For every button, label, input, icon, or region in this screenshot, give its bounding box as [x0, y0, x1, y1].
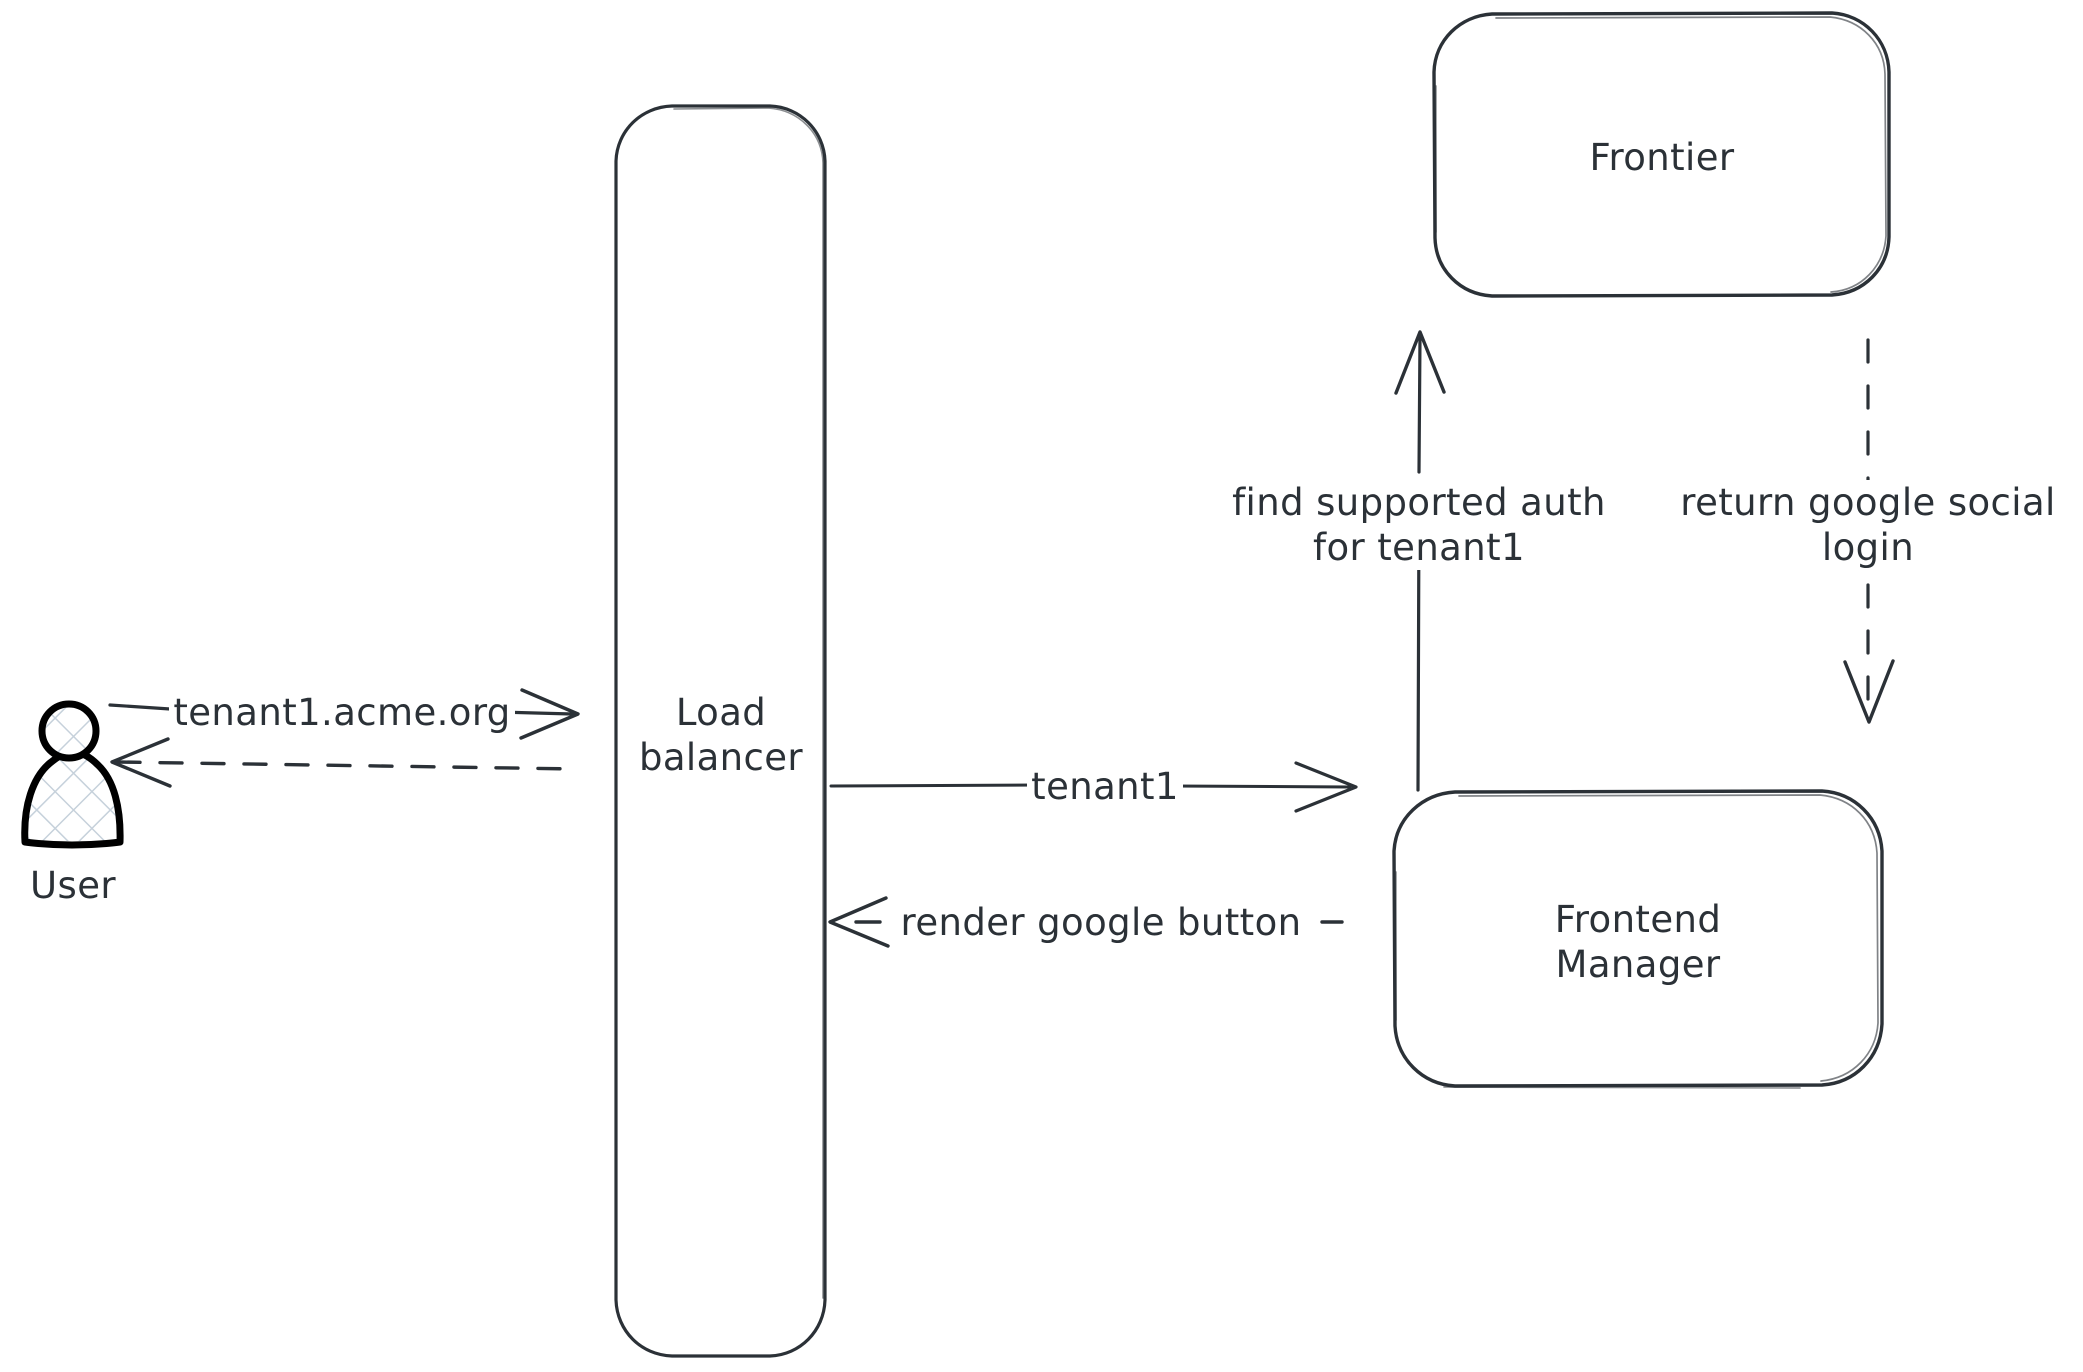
edge-frontend-manager-to-frontier	[1394, 330, 1446, 792]
user-actor-icon	[21, 700, 124, 849]
frontend-manager-shape[interactable]	[1392, 789, 1884, 1089]
edge-frontier-to-frontend-manager	[1843, 338, 1895, 724]
load-balancer-shape[interactable]	[614, 104, 827, 1358]
frontier-shape[interactable]	[1432, 11, 1891, 298]
edge-user-to-load-balancer	[108, 688, 580, 740]
edge-load-balancer-to-user	[110, 737, 579, 788]
edge-load-balancer-to-frontend-manager	[829, 761, 1358, 813]
edge-frontend-manager-to-load-balancer	[828, 896, 1364, 948]
